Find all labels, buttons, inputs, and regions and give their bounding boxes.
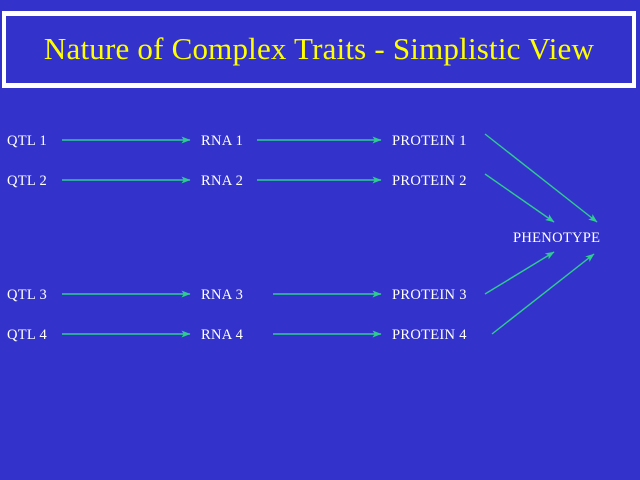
title-banner: Nature of Complex Traits - Simplistic Vi… xyxy=(2,11,636,88)
protein-4-to-phenotype-arrow xyxy=(491,253,595,335)
protein-1-to-phenotype-arrow xyxy=(484,133,598,223)
node-protein-2: PROTEIN 2 xyxy=(392,172,467,189)
node-phenotype-1: PHENOTYPE xyxy=(513,229,601,246)
node-protein-1: PROTEIN 1 xyxy=(392,132,467,149)
node-rna-4: RNA 4 xyxy=(201,326,244,343)
node-rna-2: RNA 2 xyxy=(201,172,244,189)
node-protein-4: PROTEIN 4 xyxy=(392,326,467,343)
protein-3-to-phenotype-arrow xyxy=(484,251,555,295)
node-rna-3: RNA 3 xyxy=(201,286,244,303)
node-qtl-4: QTL 4 xyxy=(7,326,48,343)
node-rna-1: RNA 1 xyxy=(201,132,244,149)
page-title: Nature of Complex Traits - Simplistic Vi… xyxy=(43,30,595,66)
node-protein-3: PROTEIN 3 xyxy=(392,286,467,303)
node-qtl-3: QTL 3 xyxy=(7,286,48,303)
node-qtl-1: QTL 1 xyxy=(7,132,48,149)
node-qtl-2: QTL 2 xyxy=(7,172,48,189)
protein-2-to-phenotype-arrow xyxy=(484,173,555,223)
